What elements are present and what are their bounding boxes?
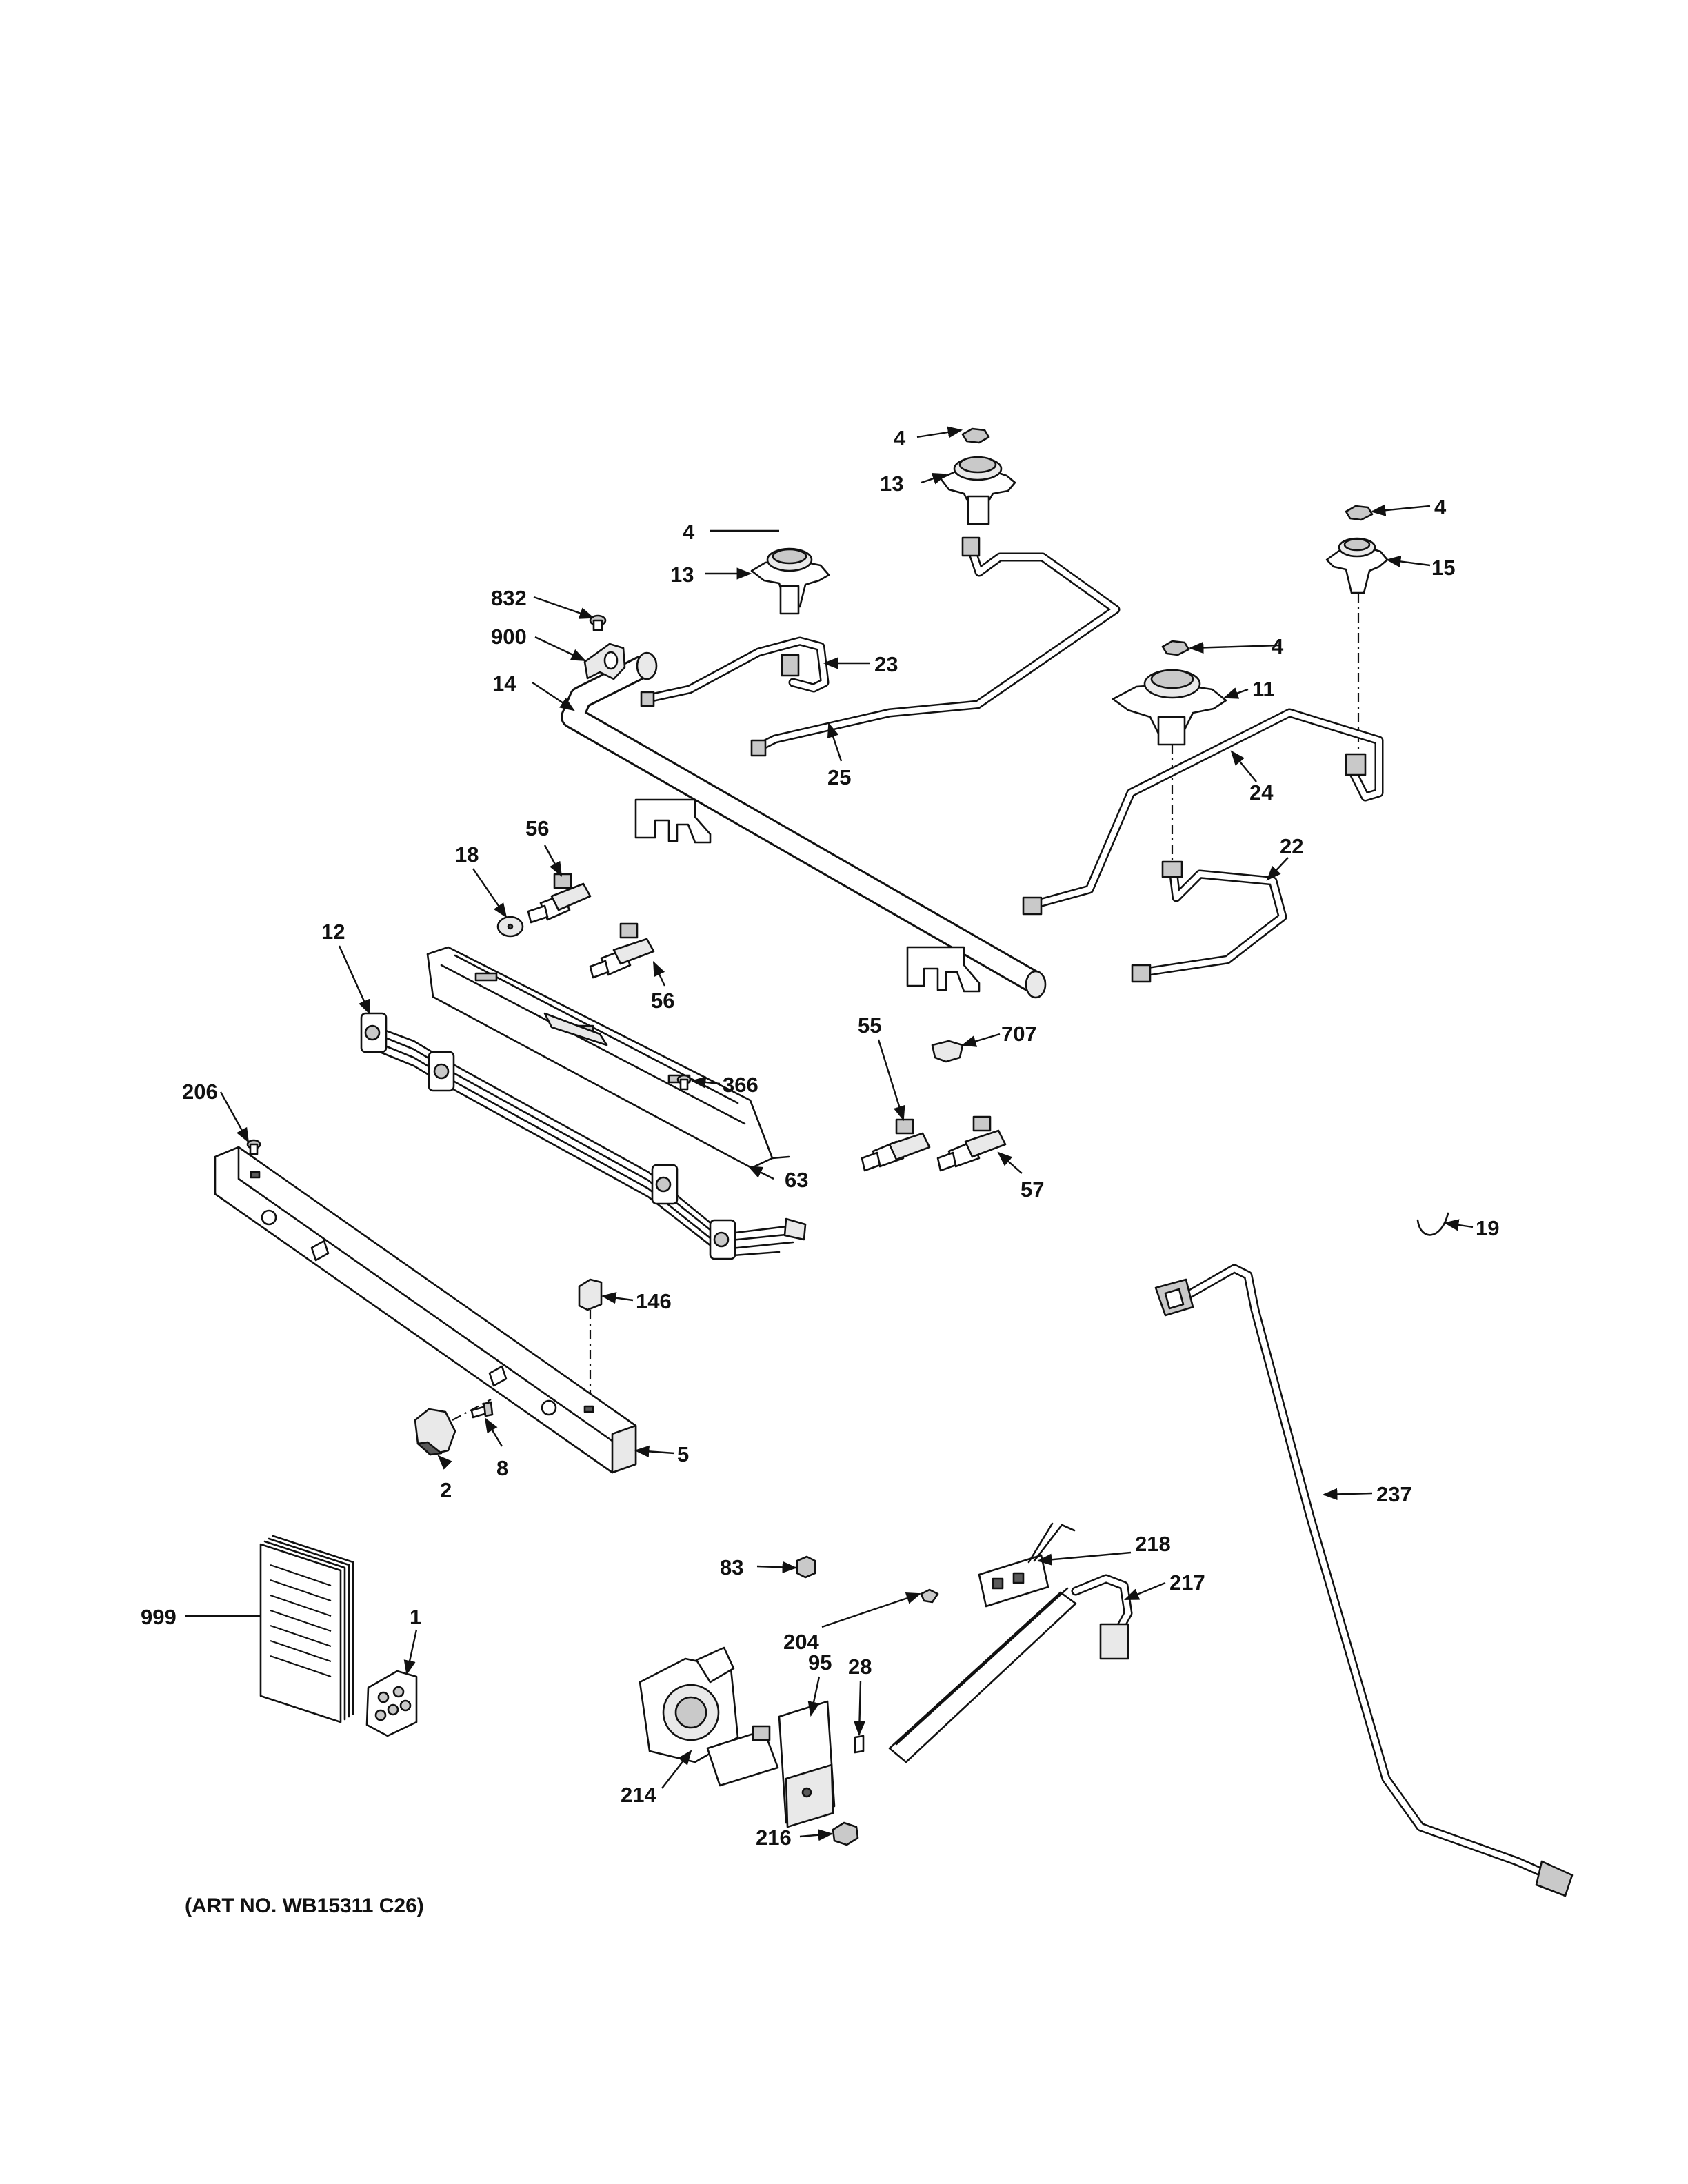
callout-4: 4: [1434, 495, 1447, 519]
knob-part-2: [414, 1408, 456, 1456]
nut-part-216: [832, 1821, 859, 1846]
gas-manifold-part-14: [561, 651, 1047, 999]
burner-head-part-15: [1325, 537, 1389, 594]
callout-5: 5: [677, 1442, 689, 1466]
manifold-clamp-part-900: [583, 643, 626, 680]
nut-part-4-top: [961, 427, 990, 444]
callout-14: 14: [492, 671, 516, 696]
callout-95: 95: [808, 1650, 832, 1675]
valve-bracket-part-95: [778, 1700, 836, 1828]
clip-part-146: [578, 1278, 603, 1311]
callout-707: 707: [1001, 1022, 1037, 1046]
callout-24: 24: [1249, 780, 1274, 805]
callout-22: 22: [1280, 834, 1303, 858]
gas-tube-part-25: [750, 536, 1121, 757]
orifice-holder-part-217: [1071, 1574, 1133, 1660]
callout-63: 63: [785, 1168, 808, 1192]
callout-57: 57: [1021, 1177, 1044, 1202]
callout-1: 1: [410, 1605, 421, 1629]
gas-valve-part-55: [861, 1118, 931, 1172]
callout-204: 204: [783, 1630, 819, 1654]
washer-part-18: [496, 916, 524, 938]
callout-4: 4: [683, 520, 695, 544]
callout-28: 28: [848, 1655, 872, 1679]
oven-valve-part-214: [639, 1646, 779, 1787]
gas-tube-part-24: [1022, 708, 1384, 916]
nut-part-83: [796, 1555, 816, 1579]
oven-burner-tube: [888, 1587, 1077, 1763]
callout-832: 832: [491, 586, 527, 610]
callout-206: 206: [182, 1080, 218, 1104]
callout-19: 19: [1476, 1216, 1499, 1240]
gas-valve-part-56-upper: [527, 873, 592, 924]
callout-218: 218: [1135, 1532, 1171, 1556]
nut-part-4-right: [1345, 505, 1374, 521]
callout-83: 83: [720, 1555, 743, 1579]
screw-part-8: [470, 1401, 494, 1419]
callout-13: 13: [670, 563, 694, 587]
callout-4: 4: [894, 426, 906, 450]
callout-214: 214: [621, 1783, 656, 1807]
leader-lines: [185, 426, 1474, 1841]
callout-217: 217: [1169, 1570, 1205, 1595]
igniter-part-218: [978, 1522, 1076, 1608]
callout-2: 2: [440, 1478, 452, 1502]
gas-valve-part-56-lower: [589, 922, 655, 979]
parts-bag-part-1: [365, 1670, 418, 1737]
callout-8: 8: [496, 1456, 508, 1480]
owners-manual-part-999: [259, 1535, 354, 1723]
art-number: (ART NO. WB15311 C26): [185, 1894, 424, 1917]
callout-11: 11: [1252, 677, 1275, 701]
valve-bracket-part-63: [426, 946, 790, 1169]
gas-tube-part-23: [640, 636, 830, 707]
burner-head-part-11: [1112, 669, 1227, 746]
callout-25: 25: [827, 765, 851, 789]
callout-55: 55: [858, 1013, 881, 1038]
callout-999: 999: [141, 1605, 177, 1629]
tube-clip-part-19: [1416, 1212, 1449, 1236]
gas-supply-tube-part-237: [1154, 1264, 1574, 1897]
callout-12: 12: [321, 920, 345, 944]
callout-56: 56: [525, 816, 549, 840]
callout-366: 366: [723, 1073, 758, 1097]
callout-18: 18: [455, 842, 479, 867]
callout-23: 23: [874, 652, 898, 676]
screw-part-366: [676, 1074, 692, 1091]
screw-part-206: [246, 1139, 261, 1155]
callout-146: 146: [636, 1289, 672, 1313]
switch-harness-part-12: [360, 1012, 807, 1260]
callout-56: 56: [651, 989, 674, 1013]
control-panel-part-5: [214, 1146, 637, 1474]
clip-part-707: [931, 1040, 964, 1063]
burner-head-part-13-center: [939, 456, 1016, 525]
screw-part-28: [854, 1735, 865, 1754]
screw-part-204: [920, 1588, 939, 1604]
callout-labels: 4 13 4 13 4 15 832 900 23 14 25 4 11 24 …: [141, 426, 1499, 1850]
callout-4: 4: [1272, 634, 1284, 658]
callout-216: 216: [756, 1826, 792, 1850]
callout-237: 237: [1376, 1482, 1412, 1506]
burner-head-part-13-left: [750, 547, 830, 615]
callout-13: 13: [880, 472, 903, 496]
callout-15: 15: [1431, 556, 1455, 580]
gas-tube-part-22: [1131, 860, 1287, 983]
callout-900: 900: [491, 625, 527, 649]
nut-part-4-mid: [1161, 640, 1190, 656]
gas-valve-part-57: [936, 1115, 1007, 1172]
